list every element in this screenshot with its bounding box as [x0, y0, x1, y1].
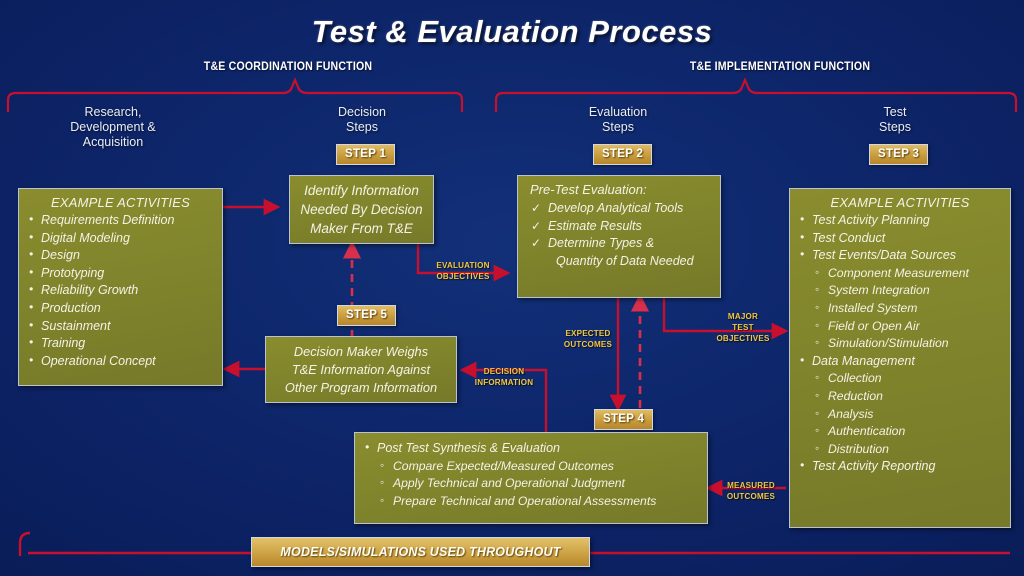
step-badge-1[interactable]: STEP 1 — [336, 144, 396, 165]
box-step2-pre-test-evaluation[interactable]: Pre-Test Evaluation: Develop Analytical … — [517, 175, 721, 298]
list-item: Develop Analytical Tools — [522, 200, 716, 218]
rda-activity-list: Requirements Definition Digital Modeling… — [23, 211, 218, 371]
list-item: Authentication — [794, 422, 1006, 441]
list-item: Operational Concept — [23, 352, 218, 371]
list-item: Requirements Definition — [23, 211, 218, 230]
function-header-coordination: T&E COORDINATION FUNCTION — [203, 61, 373, 73]
box-step5-decision-maker-weighs[interactable]: Decision Maker Weighs T&E Information Ag… — [265, 336, 457, 403]
pre-test-evaluation-list: Develop Analytical Tools Estimate Result… — [522, 200, 716, 270]
list-item: Post Test Synthesis & Evaluation — [359, 439, 703, 458]
list-item: Reliability Growth — [23, 281, 218, 300]
list-item: Prepare Technical and Operational Assess… — [359, 492, 703, 511]
box-heading: EXAMPLE ACTIVITIES — [830, 195, 970, 210]
list-item: Production — [23, 299, 218, 318]
page-title: Test & Evaluation Process — [311, 14, 713, 49]
box-rda-example-activities[interactable]: EXAMPLE ACTIVITIES Requirements Definiti… — [18, 188, 223, 386]
post-test-list: Post Test Synthesis & Evaluation Compare… — [359, 439, 703, 511]
list-item: Analysis — [794, 405, 1006, 424]
step-badge-4[interactable]: STEP 4 — [594, 409, 654, 430]
column-heading-test: Test Steps — [815, 105, 975, 135]
list-item: Simulation/Stimulation — [794, 334, 1006, 353]
list-item-continuation: Quantity of Data Needed — [556, 253, 694, 268]
connector-label-expected-outcomes: EXPECTED OUTCOMES — [563, 328, 613, 349]
column-heading-line: Decision Steps — [338, 105, 386, 134]
step-badge-2[interactable]: STEP 2 — [593, 144, 653, 165]
list-item: Digital Modeling — [23, 229, 218, 248]
box-step1-identify-information[interactable]: Identify Information Needed By Decision … — [289, 175, 434, 244]
list-item: Determine Types & — [522, 235, 716, 253]
box-text-line: Decision Maker Weighs — [293, 343, 429, 359]
box-test-example-activities[interactable]: EXAMPLE ACTIVITIES Test Activity Plannin… — [789, 188, 1011, 528]
list-item: Field or Open Air — [794, 317, 1006, 336]
box-heading: EXAMPLE ACTIVITIES — [51, 195, 190, 210]
list-item: Prototyping — [23, 264, 218, 283]
list-item: Design — [23, 246, 218, 265]
column-heading-decision: Decision Steps — [282, 105, 442, 135]
step-badge-5[interactable]: STEP 5 — [337, 305, 397, 326]
box-text-line: Maker From T&E — [310, 221, 413, 236]
list-item: Compare Expected/Measured Outcomes — [359, 457, 703, 476]
box-text-line: Other Program Information — [284, 379, 438, 395]
connector-label-decision-information: DECISION INFORMATION — [474, 366, 534, 387]
box-text: Decision Maker Weighs T&E Information Ag… — [285, 343, 437, 397]
connector-label-evaluation-objectives: EVALUATION OBJECTIVES — [436, 260, 490, 281]
connector-label-major-test-objectives: MAJOR TEST OBJECTIVES — [716, 311, 770, 343]
box-heading: Pre-Test Evaluation: — [530, 182, 647, 197]
column-heading-rda: Research, Development & Acquisition — [33, 105, 193, 150]
list-item: Test Activity Planning — [794, 211, 1006, 230]
column-heading-evaluation: Evaluation Steps — [538, 105, 698, 135]
box-text-line: Needed By Decision — [300, 202, 423, 217]
list-item: Distribution — [794, 440, 1006, 459]
list-item: Test Events/Data Sources — [794, 246, 1006, 265]
box-text: Identify Information Needed By Decision … — [300, 181, 422, 238]
bottom-bar-models-simulations[interactable]: MODELS/SIMULATIONS USED THROUGHOUT — [251, 537, 590, 567]
list-item: Installed System — [794, 299, 1006, 318]
connector-label-measured-outcomes: MEASURED OUTCOMES — [726, 480, 776, 501]
step-badge-3[interactable]: STEP 3 — [869, 144, 929, 165]
list-item: Apply Technical and Operational Judgment — [359, 474, 703, 493]
list-item: Training — [23, 334, 218, 353]
function-header-implementation: T&E IMPLEMENTATION FUNCTION — [689, 61, 871, 73]
box-text-line: T&E Information Against — [291, 361, 431, 377]
list-item: Data Management — [794, 352, 1006, 371]
list-item: Component Measurement — [794, 264, 1006, 283]
box-step4-post-test-synthesis[interactable]: Post Test Synthesis & Evaluation Compare… — [354, 432, 708, 524]
test-activity-list: Test Activity Planning Test Conduct Test… — [794, 211, 1006, 476]
column-heading-line: Test Steps — [879, 105, 911, 134]
list-item: Sustainment — [23, 317, 218, 336]
list-item: System Integration — [794, 281, 1006, 300]
column-heading-line: Evaluation Steps — [588, 105, 648, 134]
box-text-line: Identify Information — [304, 183, 419, 198]
list-item: Reduction — [794, 387, 1006, 406]
list-item: Test Activity Reporting — [794, 457, 1006, 476]
list-item: Collection — [794, 369, 1006, 388]
column-heading-line: Research, Development & Acquisition — [70, 105, 156, 149]
list-item: Test Conduct — [794, 229, 1006, 248]
list-item: Estimate Results — [522, 218, 716, 236]
